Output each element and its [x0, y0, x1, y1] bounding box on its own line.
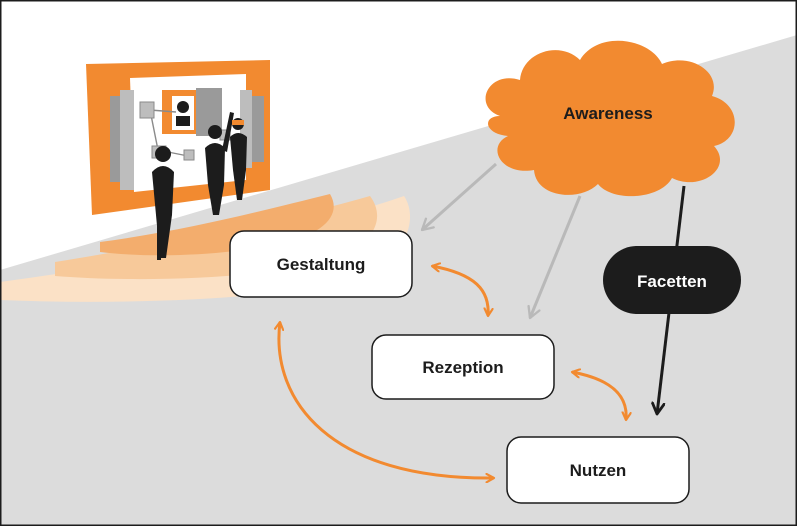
arrow-awareness-rezeption	[527, 195, 582, 320]
awareness-label: Awareness	[563, 104, 652, 123]
facetten-label: Facetten	[637, 272, 707, 291]
arrow-gestaltung-rezeption	[432, 266, 488, 316]
facetten-pill: Facetten	[603, 246, 741, 314]
rezeption-label: Rezeption	[422, 358, 503, 377]
rezeption-node: Rezeption	[371, 334, 555, 400]
display-wall-illustration	[86, 60, 270, 260]
nutzen-node: Nutzen	[506, 436, 690, 504]
gestaltung-node: Gestaltung	[229, 230, 413, 298]
arrow-gestaltung-nutzen	[279, 322, 494, 478]
awareness-cloud: Awareness	[485, 40, 735, 197]
arrow-awareness-gestaltung	[420, 162, 497, 232]
arrow-rezeption-nutzen	[572, 372, 626, 420]
nutzen-label: Nutzen	[570, 461, 627, 480]
gestaltung-label: Gestaltung	[277, 255, 366, 274]
